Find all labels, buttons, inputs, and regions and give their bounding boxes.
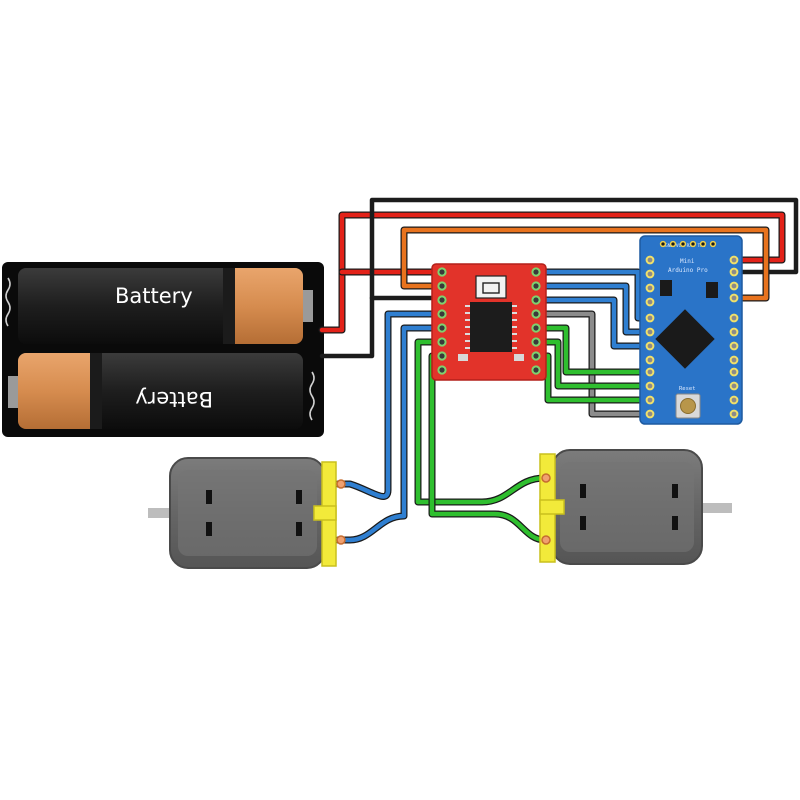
motor-driver-board: [431, 263, 547, 381]
battery-springs: [5, 277, 315, 421]
arduino-pins-right: [729, 255, 739, 419]
driver-pins-left: [437, 267, 447, 375]
battery-label-bottom: Battery: [135, 387, 213, 411]
motor-a-shaft: [148, 508, 178, 518]
wire-black-ground: [319, 197, 799, 359]
battery-label-top: Battery: [115, 284, 193, 308]
arduino-model-line2: Arduino Pro: [668, 267, 708, 274]
battery-cell-bottom: Battery: [8, 353, 303, 429]
motor-b-shaft: [700, 503, 732, 513]
battery-terminal-top: [303, 290, 313, 322]
wires-green-motor-b: [414, 338, 549, 544]
reset-button[interactable]: [675, 393, 701, 419]
motor-b-terminal-1: [541, 473, 551, 483]
arduino-microcontroller-chip: [655, 309, 715, 369]
motor-b: [539, 449, 732, 565]
battery-cell-top: Battery: [18, 268, 313, 344]
arduino-pro-mini: GND VCC RXI TXO Mini Arduino Pro Reset: [639, 235, 743, 425]
motor-b-terminal-2: [541, 535, 551, 545]
battery-terminal-bottom: [8, 376, 18, 408]
wire-red-power: [319, 212, 785, 333]
arduino-regulator: [660, 280, 672, 296]
driver-capacitor: [475, 275, 507, 299]
battery-pack: Battery Battery: [2, 262, 324, 437]
motor-a-terminal-2: [336, 535, 346, 545]
arduino-reset-label: Reset: [679, 386, 696, 392]
driver-ic-chip: [465, 302, 517, 352]
wire-gray-standby: [537, 311, 653, 417]
arduino-top-pins: [659, 240, 717, 248]
motor-a-terminal-1: [336, 479, 346, 489]
arduino-model-line1: Mini: [680, 258, 695, 265]
wires-blue-motor-a: [334, 310, 440, 544]
arduino-pins-left: [645, 255, 655, 419]
wire-orange-vcc: [401, 227, 769, 301]
motor-a: [148, 457, 346, 569]
arduino-header-label: GND VCC RXI TXO: [665, 243, 706, 249]
driver-pins-right: [531, 267, 541, 375]
